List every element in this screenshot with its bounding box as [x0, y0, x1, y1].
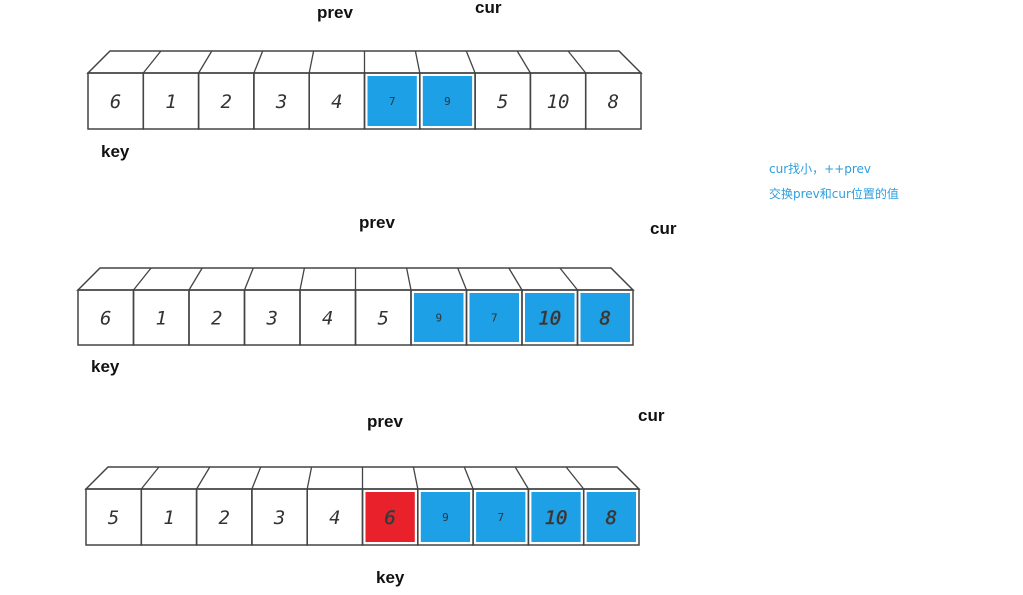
cell-value: 8 — [600, 308, 611, 330]
cell-highlight-blue — [469, 293, 519, 342]
cur-label-row2: cur — [650, 219, 677, 238]
cell-value: 6 — [100, 308, 111, 330]
cell-highlight-blue — [414, 293, 464, 342]
array-cell — [576, 289, 634, 346]
row-top-divider — [196, 466, 211, 490]
cell-highlight-blue — [531, 492, 581, 542]
cell-highlight-blue — [586, 492, 636, 542]
cell-value: 4 — [322, 308, 333, 330]
cell-value: 6 — [384, 507, 395, 529]
cell-highlight-blue — [580, 293, 630, 342]
cell-value: 10 — [538, 308, 561, 330]
prev-label-row1: prev — [317, 3, 353, 22]
cell-value: 10 — [545, 507, 568, 529]
prev-label-row2: prev — [359, 213, 395, 232]
row-top-divider — [414, 50, 421, 74]
cell-highlight-blue — [422, 76, 473, 126]
cell-value: 9 — [435, 312, 442, 325]
cell-highlight-blue — [476, 492, 526, 542]
cell-value: 9 — [444, 95, 451, 108]
key-label-row3: key — [376, 568, 405, 587]
cell-value: 5 — [108, 507, 119, 529]
cell-value: 7 — [497, 511, 504, 524]
row-top-divider — [567, 50, 587, 74]
cell-highlight-red — [365, 492, 415, 542]
cell-value: 2 — [221, 91, 232, 113]
row-top-divider — [306, 466, 313, 490]
cell-value: 8 — [608, 91, 619, 113]
cell-value: 1 — [156, 308, 167, 330]
cell-value: 3 — [275, 91, 287, 113]
cell-value: 10 — [547, 91, 570, 113]
row-top-divider — [251, 466, 262, 490]
row-top-divider — [308, 50, 315, 74]
cur-label-row1: cur — [475, 0, 502, 17]
array-cell — [582, 488, 640, 546]
cell-value: 5 — [378, 308, 389, 330]
cell-value: 2 — [211, 308, 222, 330]
array-row-3: 5 1 2 3 4 6 9 7 10 8 — [84, 466, 641, 546]
row-top-divider — [243, 267, 254, 291]
key-label-row2: key — [91, 357, 120, 376]
cell-value: 8 — [606, 507, 617, 529]
cell-value: 3 — [273, 507, 285, 529]
row-top-divider — [405, 267, 412, 291]
cell-value: 4 — [331, 91, 342, 113]
cell-highlight-blue — [420, 492, 471, 542]
prev-label-row3: prev — [367, 412, 403, 431]
row-top-divider — [253, 50, 264, 74]
note-line-2: 交换prev和cur位置的值 — [769, 187, 899, 201]
cell-highlight-blue — [525, 293, 575, 342]
cell-value: 7 — [491, 312, 498, 325]
cell-value: 3 — [266, 308, 278, 330]
row-top-divider — [465, 50, 476, 74]
row-top-divider — [514, 466, 529, 490]
row-top-divider — [559, 267, 579, 291]
row-top-divider — [140, 466, 160, 490]
cell-value: 1 — [165, 91, 176, 113]
row-top-divider — [198, 50, 213, 74]
cell-value: 2 — [219, 507, 230, 529]
cell-value: 4 — [329, 507, 340, 529]
array-cell — [584, 72, 642, 130]
cell-value: 1 — [163, 507, 174, 529]
cell-value: 5 — [497, 91, 508, 113]
array-row-1: 6 1 2 3 4 7 9 5 10 8 — [86, 50, 643, 130]
row-top-divider — [132, 267, 152, 291]
note-line-1: cur找小，++prev — [769, 162, 872, 176]
cell-highlight-blue — [367, 76, 417, 126]
cell-value: 6 — [110, 91, 121, 113]
key-label-row1: key — [101, 142, 130, 161]
cur-label-row3: cur — [638, 406, 665, 425]
row-top-divider — [463, 466, 474, 490]
row-top-divider — [188, 267, 203, 291]
row-top-divider — [412, 466, 419, 490]
row-top-divider — [516, 50, 531, 74]
cell-value: 9 — [442, 511, 449, 524]
row-top-divider — [565, 466, 585, 490]
row-top-divider — [457, 267, 468, 291]
row-top-divider — [299, 267, 306, 291]
row-top-divider — [508, 267, 523, 291]
cell-value: 7 — [389, 95, 396, 108]
array-row-2: 6 1 2 3 4 5 9 7 10 8 — [76, 267, 635, 346]
row-top-divider — [142, 50, 162, 74]
